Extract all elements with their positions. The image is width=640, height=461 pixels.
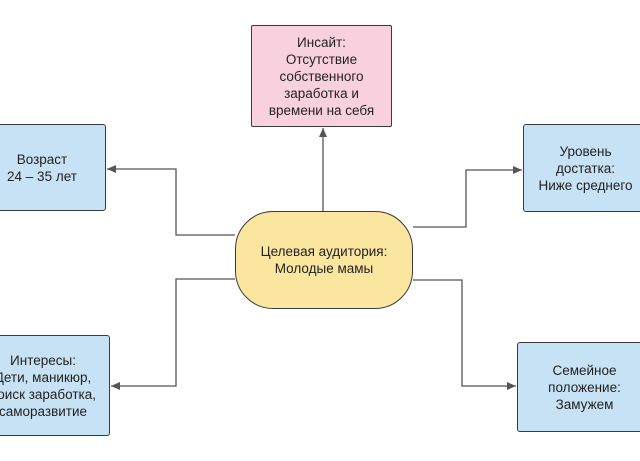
interests-node: Интересы: Дети, маникюр, поиск заработка… xyxy=(0,335,110,436)
target-audience-node: Целевая аудитория: Молодые мамы xyxy=(235,211,413,309)
target-audience-node-text: Целевая аудитория: Молодые мамы xyxy=(260,244,388,276)
income-node-text: Уровень достатка: Ниже среднего xyxy=(538,143,633,193)
insight-node-text: Инсайт: Отсутствие собственного заработк… xyxy=(268,34,375,118)
interests-node-text: Интересы: Дети, маникюр, поиск заработка… xyxy=(0,352,97,419)
age-node: Возраст 24 – 35 лет xyxy=(0,124,106,211)
connector-to-income xyxy=(413,166,522,228)
connector-to-interests xyxy=(111,278,235,390)
insight-node: Инсайт: Отсутствие собственного заработк… xyxy=(251,25,392,127)
connector-to-age xyxy=(107,165,235,236)
family-status-node: Семейное положение: Замужем xyxy=(517,342,640,432)
age-node-text: Возраст 24 – 35 лет xyxy=(7,151,77,184)
connector-to-family xyxy=(413,279,516,390)
family-status-node-text: Семейное положение: Замужем xyxy=(548,362,621,412)
income-node: Уровень достатка: Ниже среднего xyxy=(523,124,640,212)
